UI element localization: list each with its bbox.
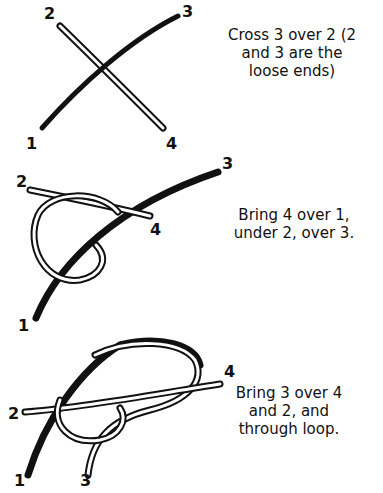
end-number: 2 xyxy=(8,404,19,423)
end-number: 1 xyxy=(14,471,25,490)
end-number: 4 xyxy=(150,220,161,239)
end-number: 1 xyxy=(26,134,37,153)
end-number: 1 xyxy=(18,316,29,335)
end-number: 3 xyxy=(222,154,233,173)
end-number: 3 xyxy=(182,2,193,21)
end-number: 3 xyxy=(80,471,91,490)
step-instruction: Bring 3 over 4 and 2, and through loop. xyxy=(224,384,354,438)
step-instruction: Bring 4 over 1, under 2, over 3. xyxy=(218,206,370,242)
end-number: 2 xyxy=(44,4,55,23)
end-number: 2 xyxy=(16,172,27,191)
end-number: 4 xyxy=(224,362,235,381)
step-instruction: Cross 3 over 2 (2 and 3 are the loose en… xyxy=(222,26,362,80)
end-number: 4 xyxy=(166,134,177,153)
